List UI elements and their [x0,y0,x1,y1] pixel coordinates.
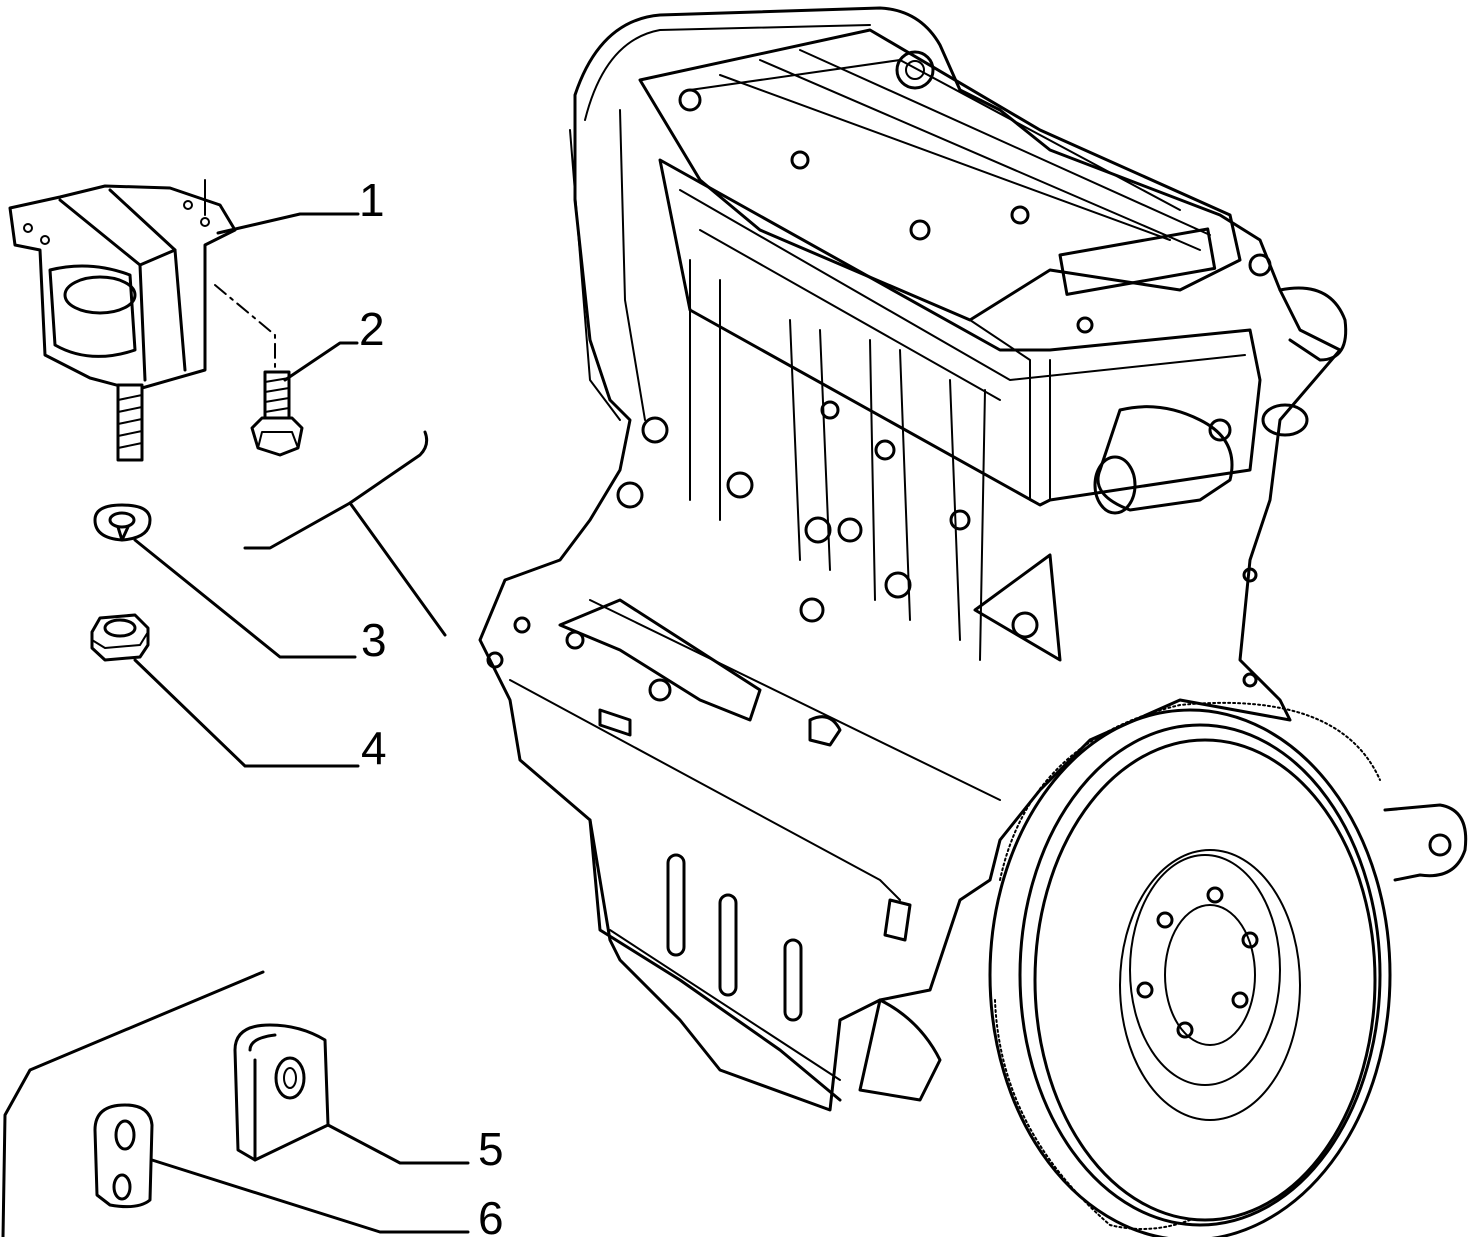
leader-6 [150,1158,470,1234]
leader-2 [283,341,359,382]
grouping-marks [1,430,447,1237]
callout-labels: 1 2 3 4 5 6 [359,174,504,1237]
thermostat-housing [1096,405,1234,512]
timing-cover [478,6,1342,1112]
leader-5 [326,1123,470,1165]
leader-3 [133,538,357,659]
engine-mount-bracket [1383,803,1468,882]
callout-1: 1 [359,174,385,226]
part-bracket [233,1023,330,1162]
leader-1 [216,212,360,235]
engine-assembly [478,6,1468,1237]
cam-cover [638,28,1242,322]
part-bolt [250,370,304,457]
part-spring-washer [93,503,152,542]
oil-pan [588,818,842,1102]
callout-leaders [133,212,470,1234]
part-nut [90,613,150,662]
callout-5: 5 [478,1123,504,1175]
callout-3: 3 [361,614,387,666]
part-plate [93,1103,154,1209]
callout-2: 2 [359,303,385,355]
part-engine-mount [8,179,276,462]
callout-6: 6 [478,1192,504,1237]
leader-4 [133,658,360,768]
callout-4: 4 [361,722,387,774]
flywheel [988,701,1392,1237]
